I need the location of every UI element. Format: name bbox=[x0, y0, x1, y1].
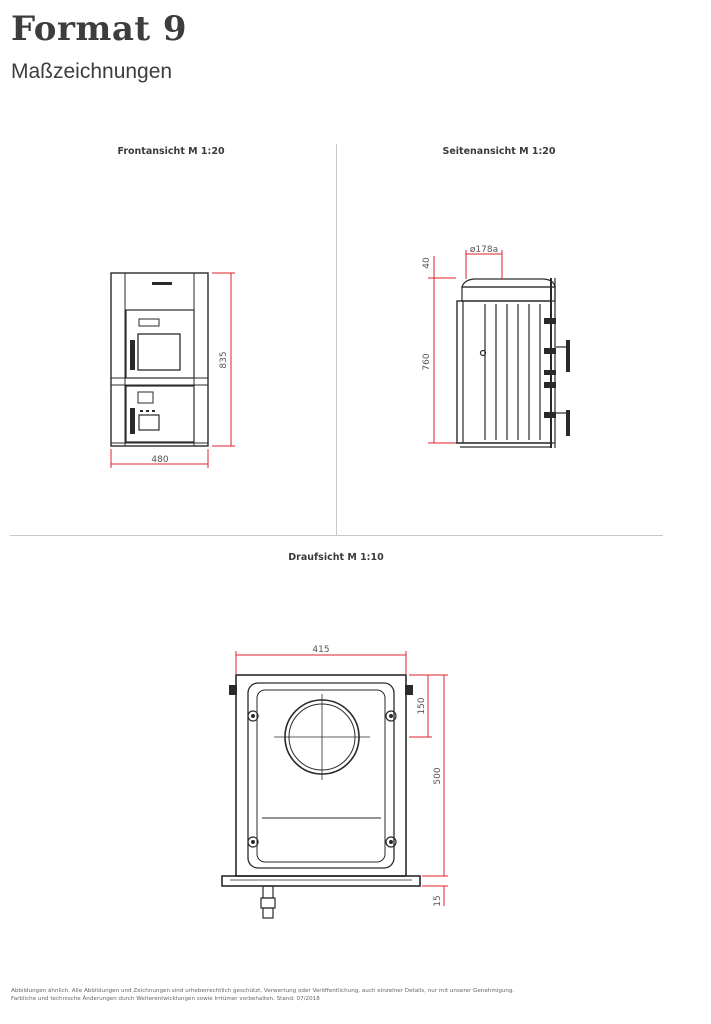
footer-line-2: Farbliche und technische Änderungen durc… bbox=[11, 995, 320, 1002]
side-flue-dimension: ø178a bbox=[470, 245, 498, 255]
page-title: Format 9 bbox=[11, 9, 188, 49]
horizontal-divider bbox=[10, 535, 663, 536]
footer-disclaimer: Abbildungen ähnlich. Alle Abbildungen un… bbox=[11, 988, 701, 1003]
side-top-dimension: 40 bbox=[422, 257, 432, 269]
top-offset-dimension: 150 bbox=[417, 697, 427, 714]
top-view-label: Draufsicht M 1:10 bbox=[288, 552, 384, 563]
front-view-label: Frontansicht M 1:20 bbox=[117, 146, 225, 157]
top-plate-dimension: 15 bbox=[433, 895, 443, 906]
side-view-label: Seitenansicht M 1:20 bbox=[442, 146, 556, 157]
side-height-dimension: 760 bbox=[422, 353, 432, 370]
front-height-dimension: 835 bbox=[219, 351, 229, 368]
page-subtitle: Maßzeichnungen bbox=[11, 60, 173, 83]
top-depth-dimension: 500 bbox=[433, 767, 443, 784]
front-width-dimension: 480 bbox=[151, 455, 168, 465]
vertical-divider bbox=[336, 144, 337, 535]
top-width-dimension: 415 bbox=[312, 645, 329, 655]
footer-line-1: Abbildungen ähnlich. Alle Abbildungen un… bbox=[11, 988, 515, 994]
